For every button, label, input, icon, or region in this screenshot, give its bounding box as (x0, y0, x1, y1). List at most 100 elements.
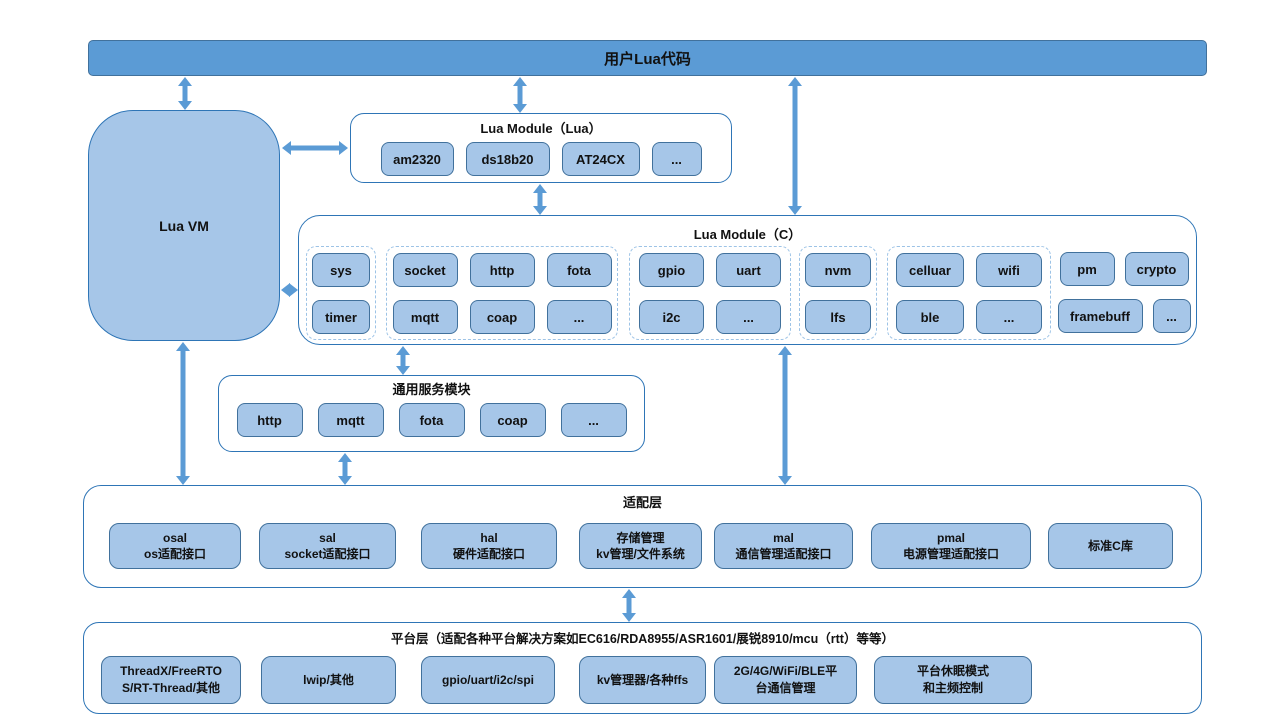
module-chip: ... (1152, 299, 1191, 333)
module-group-row: ble ... (896, 300, 1042, 334)
adapter-box-desc: os适配接口 (143, 547, 206, 561)
arrow-usercode-modulec (788, 77, 802, 215)
arrow-modulelua-modulec (533, 184, 547, 215)
module-chip: ... (716, 300, 781, 334)
adapter-box-name: hal (480, 530, 498, 545)
module-group-sys: sys timer (306, 246, 376, 340)
module-group-row: pm crypto (1059, 252, 1189, 286)
adapter-box-sal: sal socket适配接口 (259, 523, 396, 569)
adapter-box-hal: hal 硬件适配接口 (421, 523, 557, 569)
module-chip: celluar (896, 253, 964, 287)
adapter-box-pmal: pmal 电源管理适配接口 (871, 523, 1031, 569)
module-group-peripheral: gpio uart i2c ... (629, 246, 791, 340)
module-group-row: gpio uart (639, 253, 781, 287)
module-chip: coap (469, 300, 535, 334)
adapter-box-name: 存储管理 (616, 530, 665, 545)
adapter-layer-title: 适配层 (622, 495, 662, 510)
adapter-box-mal: mal 通信管理适配接口 (714, 523, 853, 569)
module-group-row: timer (312, 300, 370, 334)
adapter-box-desc: kv管理/文件系统 (596, 547, 685, 561)
module-group-row: nvm (805, 253, 871, 287)
platform-box-kv: kv管理器/各种ffs (579, 656, 706, 704)
platform-box-gpio: gpio/uart/i2c/spi (421, 656, 555, 704)
module-group-row: i2c ... (639, 300, 781, 334)
adapter-box-name: 标准C库 (1088, 538, 1133, 553)
lua-module-lua-title: Lua Module（Lua） (480, 121, 602, 136)
module-chip: crypto (1124, 252, 1189, 286)
module-group-row: framebuff ... (1057, 299, 1191, 333)
module-chip: lfs (805, 300, 871, 334)
module-group-row: mqtt coap ... (392, 300, 612, 334)
layer-user-lua-code: 用户Lua代码 (88, 40, 1207, 76)
adapter-box-stdc: 标准C库 (1048, 523, 1173, 569)
module-chip: socket (392, 253, 458, 287)
module-group-row: lfs (805, 300, 871, 334)
platform-box-sleep: 平台休眠模式 和主频控制 (874, 656, 1032, 704)
platform-box-comm: 2G/4G/WiFi/BLE平 台通信管理 (714, 656, 857, 704)
box-lua-vm-label: Lua VM (159, 217, 209, 234)
platform-box-lwip: lwip/其他 (261, 656, 396, 704)
arrow-usercode-luavm (178, 77, 192, 110)
module-chip: uart (716, 253, 781, 287)
module-chip: ... (560, 403, 627, 437)
common-services-title: 通用服务模块 (392, 382, 471, 397)
arrow-services-adapter (338, 453, 352, 485)
arrow-adapter-platform (622, 589, 636, 622)
module-chip: wifi (976, 253, 1042, 287)
module-chip: gpio (639, 253, 704, 287)
module-group-network: socket http fota mqtt coap ... (386, 246, 618, 340)
module-group-row: socket http fota (392, 253, 612, 287)
arrow-luavm-adapter (176, 342, 190, 485)
container-common-services: 通用服务模块 http mqtt fota coap ... (218, 375, 645, 452)
module-chip: nvm (805, 253, 871, 287)
module-chip: coap (479, 403, 546, 437)
module-chip: ds18b20 (465, 142, 550, 176)
lua-module-lua-row: am2320 ds18b20 AT24CX ... (351, 142, 731, 176)
module-group-storage: nvm lfs (799, 246, 877, 340)
module-group-row: celluar wifi (896, 253, 1042, 287)
adapter-box-name: pmal (936, 530, 965, 545)
module-chip: AT24CX (561, 142, 640, 176)
arrow-modulec-services (396, 346, 410, 375)
arrow-luavm-modulelua (282, 141, 348, 155)
adapter-box-name: mal (773, 530, 794, 545)
adapter-box-storage: 存储管理 kv管理/文件系统 (579, 523, 702, 569)
container-lua-module-c: Lua Module（C） sys timer socket http fota… (298, 215, 1197, 345)
container-platform-layer: 平台层（适配各种平台解决方案如EC616/RDA8955/ASR1601/展锐8… (83, 622, 1202, 714)
container-lua-module-lua: Lua Module（Lua） am2320 ds18b20 AT24CX ..… (350, 113, 732, 183)
adapter-box-name: osal (162, 530, 187, 545)
container-adapter-layer: 适配层 osal os适配接口 sal socket适配接口 hal 硬件适配接… (83, 485, 1202, 588)
module-chip: sys (312, 253, 370, 287)
module-chip: fota (546, 253, 612, 287)
arrow-luavm-modulec (281, 283, 298, 297)
arrow-usercode-modulelua (513, 77, 527, 113)
module-chip: i2c (639, 300, 704, 334)
platform-layer-title: 平台层（适配各种平台解决方案如EC616/RDA8955/ASR1601/展锐8… (391, 632, 894, 646)
module-chip: ... (976, 300, 1042, 334)
module-chip: ... (546, 300, 612, 334)
layer-user-lua-code-label: 用户Lua代码 (604, 50, 691, 68)
platform-box-rtos: ThreadX/FreeRTO S/RT-Thread/其他 (101, 656, 241, 704)
module-chip: timer (312, 300, 370, 334)
adapter-box-desc: 电源管理适配接口 (902, 547, 999, 561)
module-chip: framebuff (1057, 299, 1143, 333)
module-chip: ble (896, 300, 964, 334)
module-chip: pm (1059, 252, 1115, 286)
arrow-modulec-adapter (778, 346, 792, 485)
module-chip: mqtt (392, 300, 458, 334)
adapter-box-name: sal (319, 530, 336, 545)
module-group-misc: pm crypto framebuff ... (1054, 246, 1194, 340)
module-chip: fota (398, 403, 465, 437)
adapter-box-desc: 通信管理适配接口 (735, 547, 832, 561)
adapter-box-desc: 硬件适配接口 (452, 547, 525, 561)
module-chip: ... (651, 142, 702, 176)
module-group-row: sys (312, 253, 370, 287)
lua-module-c-title: Lua Module（C） (693, 227, 802, 242)
common-services-row: http mqtt fota coap ... (219, 403, 644, 437)
adapter-box-osal: osal os适配接口 (109, 523, 241, 569)
box-lua-vm: Lua VM (88, 110, 280, 341)
module-chip: http (236, 403, 303, 437)
adapter-box-desc: socket适配接口 (284, 547, 371, 561)
module-chip: http (469, 253, 535, 287)
